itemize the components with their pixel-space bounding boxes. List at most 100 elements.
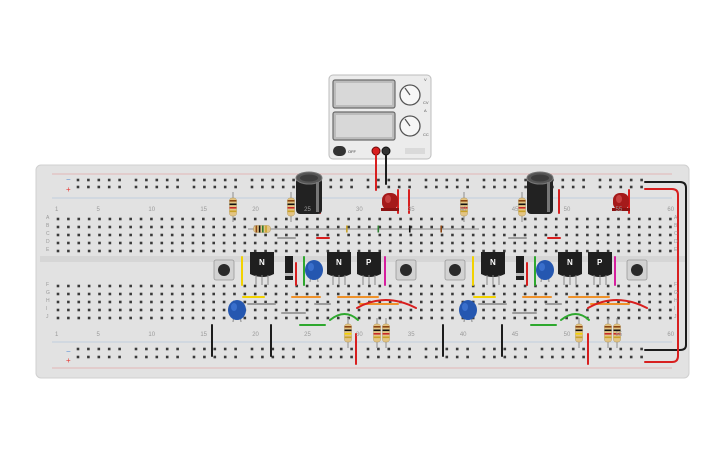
breadboard-hole[interactable]	[565, 217, 568, 221]
breadboard-hole[interactable]	[326, 233, 330, 237]
ceramic-capacitor[interactable]	[459, 300, 477, 323]
rail-hole[interactable]	[424, 355, 428, 359]
breadboard-hole[interactable]	[170, 316, 174, 320]
breadboard-hole[interactable]	[492, 316, 496, 320]
rail-hole[interactable]	[155, 178, 159, 182]
rail-hole[interactable]	[213, 355, 217, 359]
breadboard-hole[interactable]	[357, 284, 361, 288]
breadboard-hole[interactable]	[118, 241, 122, 245]
breadboard-hole[interactable]	[399, 292, 402, 296]
breadboard-hole[interactable]	[98, 249, 101, 253]
breadboard-hole[interactable]	[285, 300, 288, 304]
rail-hole[interactable]	[329, 355, 333, 359]
breadboard-hole[interactable]	[253, 284, 257, 288]
breadboard-hole[interactable]	[357, 308, 361, 312]
rail-hole[interactable]	[176, 355, 179, 359]
breadboard-hole[interactable]	[77, 300, 81, 304]
breadboard-hole[interactable]	[347, 233, 350, 237]
breadboard-hole[interactable]	[482, 241, 485, 245]
breadboard-hole[interactable]	[222, 233, 226, 237]
push-button[interactable]	[213, 259, 235, 281]
breadboard-hole[interactable]	[87, 308, 91, 312]
rail-hole[interactable]	[250, 355, 254, 359]
breadboard-hole[interactable]	[285, 284, 288, 288]
breadboard-hole[interactable]	[129, 241, 132, 245]
rail-hole[interactable]	[455, 347, 459, 351]
wire-red[interactable]	[356, 299, 417, 309]
breadboard-hole[interactable]	[295, 233, 299, 237]
electrolytic-capacitor[interactable]	[295, 171, 323, 214]
rail-hole[interactable]	[155, 185, 159, 189]
breadboard-hole[interactable]	[181, 300, 184, 304]
breadboard-hole[interactable]	[648, 249, 651, 253]
breadboard-hole[interactable]	[139, 225, 143, 229]
breadboard-hole[interactable]	[513, 284, 517, 288]
rail-hole[interactable]	[377, 347, 380, 351]
rail-hole[interactable]	[145, 355, 148, 359]
rail-hole[interactable]	[640, 178, 643, 182]
rail-hole[interactable]	[234, 355, 237, 359]
breadboard-hole[interactable]	[108, 292, 112, 296]
breadboard-hole[interactable]	[471, 241, 475, 245]
positive-terminal[interactable]	[371, 146, 381, 156]
breadboard-hole[interactable]	[202, 308, 205, 312]
breadboard-hole[interactable]	[492, 225, 496, 229]
breadboard-hole[interactable]	[544, 284, 548, 288]
breadboard-hole[interactable]	[399, 316, 402, 320]
rail-hole[interactable]	[118, 347, 121, 351]
breadboard-hole[interactable]	[67, 308, 70, 312]
rail-hole[interactable]	[76, 185, 80, 189]
breadboard-hole[interactable]	[160, 225, 164, 229]
breadboard-hole[interactable]	[388, 292, 392, 296]
rail-hole[interactable]	[308, 347, 312, 351]
breadboard-hole[interactable]	[77, 316, 81, 320]
breadboard-hole[interactable]	[534, 300, 537, 304]
breadboard-hole[interactable]	[160, 300, 164, 304]
breadboard-hole[interactable]	[565, 292, 568, 296]
wire-green[interactable]	[329, 313, 359, 321]
breadboard-hole[interactable]	[212, 217, 215, 221]
breadboard-hole[interactable]	[399, 233, 402, 237]
breadboard-hole[interactable]	[461, 225, 465, 229]
breadboard-hole[interactable]	[77, 292, 81, 296]
rail-hole[interactable]	[366, 185, 370, 189]
breadboard-hole[interactable]	[420, 284, 423, 288]
breadboard-hole[interactable]	[357, 217, 361, 221]
rail-hole[interactable]	[551, 347, 554, 351]
breadboard-hole[interactable]	[77, 308, 81, 312]
breadboard-hole[interactable]	[233, 225, 236, 229]
rail-hole[interactable]	[281, 185, 285, 189]
breadboard-hole[interactable]	[98, 292, 101, 296]
breadboard-hole[interactable]	[98, 241, 101, 245]
breadboard-hole[interactable]	[191, 316, 195, 320]
breadboard-hole[interactable]	[67, 225, 70, 229]
rail-hole[interactable]	[387, 347, 391, 351]
breadboard-hole[interactable]	[191, 249, 195, 253]
rail-hole[interactable]	[445, 178, 449, 182]
breadboard-hole[interactable]	[523, 241, 527, 245]
breadboard-hole[interactable]	[233, 233, 236, 237]
breadboard-hole[interactable]	[326, 292, 330, 296]
breadboard-hole[interactable]	[409, 233, 413, 237]
rail-hole[interactable]	[107, 178, 111, 182]
breadboard-hole[interactable]	[596, 233, 600, 237]
breadboard-hole[interactable]	[617, 316, 620, 320]
breadboard-hole[interactable]	[544, 292, 548, 296]
rail-hole[interactable]	[223, 355, 227, 359]
breadboard-hole[interactable]	[596, 249, 600, 253]
rail-hole[interactable]	[165, 347, 169, 351]
breadboard-hole[interactable]	[534, 249, 537, 253]
breadboard-hole[interactable]	[513, 316, 517, 320]
rail-hole[interactable]	[223, 347, 227, 351]
breadboard-hole[interactable]	[534, 308, 537, 312]
resistor[interactable]	[229, 192, 237, 222]
rail-hole[interactable]	[619, 347, 623, 351]
rail-hole[interactable]	[165, 185, 169, 189]
breadboard-hole[interactable]	[357, 300, 361, 304]
breadboard-hole[interactable]	[430, 233, 433, 237]
rail-hole[interactable]	[377, 185, 380, 189]
breadboard-hole[interactable]	[461, 217, 465, 221]
rail-hole[interactable]	[250, 185, 254, 189]
breadboard-hole[interactable]	[264, 316, 267, 320]
breadboard-hole[interactable]	[98, 284, 101, 288]
